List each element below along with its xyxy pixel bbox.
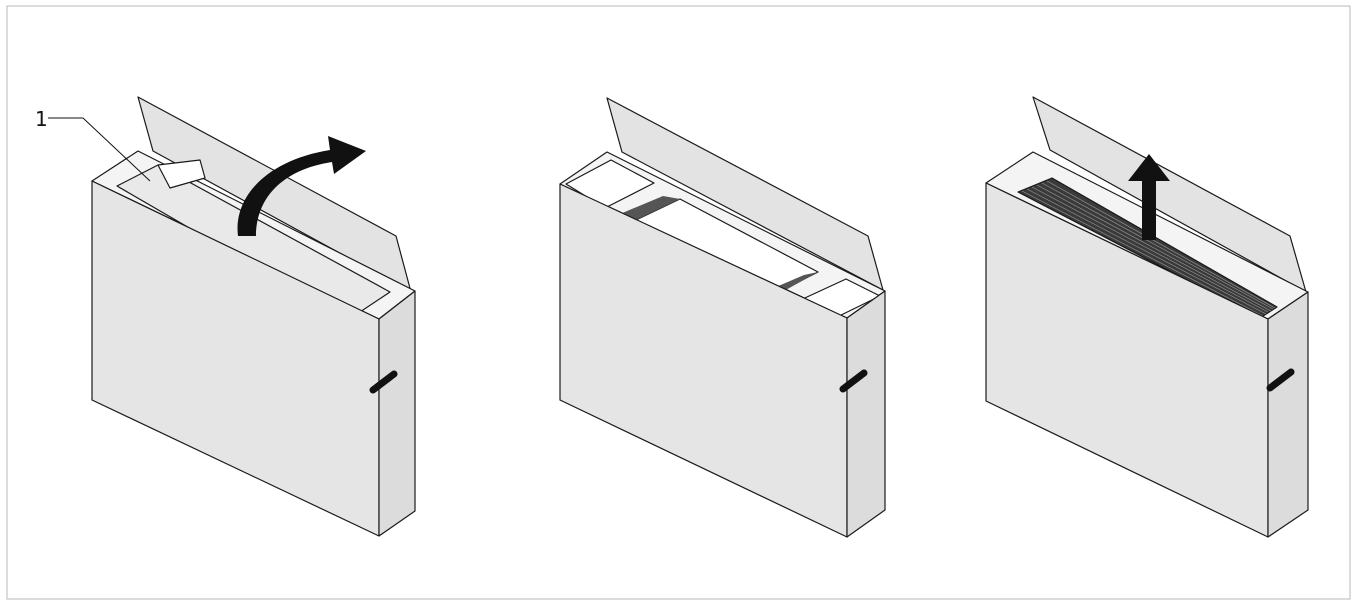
callout-leader-1 xyxy=(48,117,151,182)
grille-hatch xyxy=(620,196,680,220)
step-1-box xyxy=(91,96,416,537)
box-side xyxy=(846,290,886,538)
box-side xyxy=(1267,291,1309,538)
diagram-frame xyxy=(6,5,1351,600)
box-handle xyxy=(369,370,398,394)
box-handle xyxy=(1266,368,1295,392)
box-side xyxy=(378,290,416,537)
grille-stripes xyxy=(1021,180,1276,317)
accessory-box xyxy=(157,159,206,189)
step-2-box xyxy=(559,97,886,538)
lift-up-arrow xyxy=(1128,154,1170,240)
curved-lift-arrow xyxy=(237,136,366,236)
callout-label-1: 1 xyxy=(35,107,48,131)
box-handle xyxy=(839,369,868,393)
